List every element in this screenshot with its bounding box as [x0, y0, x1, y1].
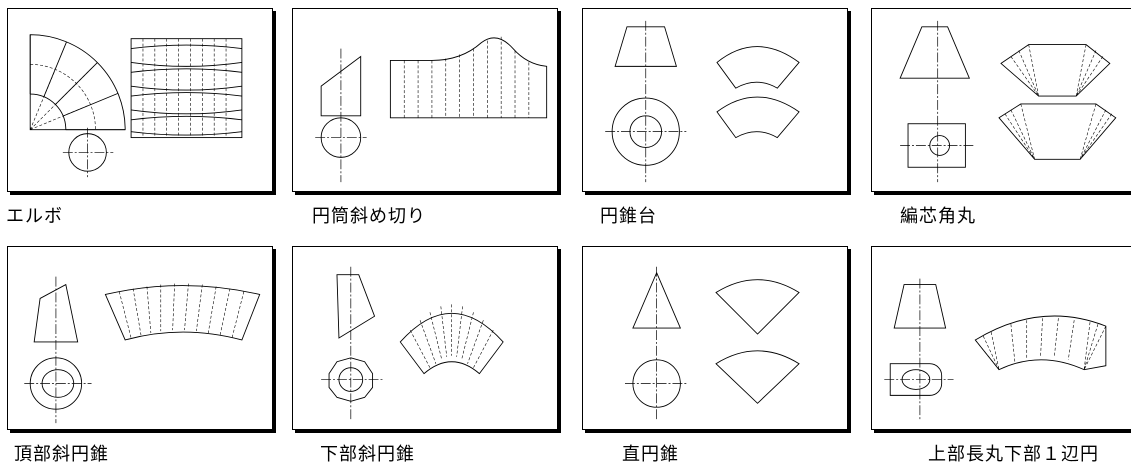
panel-label-right-cone: 直円錐: [622, 444, 679, 465]
panel-label-bottom-oblique-cone: 下部斜円錐: [320, 444, 415, 465]
panel-label-elbow: エルボ: [6, 206, 63, 227]
bottom-oblique-cone-drawing: [321, 266, 504, 422]
top-oblique-cone-drawing: [24, 276, 261, 424]
panel-label-top-oblique-cone: 頂部斜円錐: [14, 444, 109, 465]
panel-truncated-cone[interactable]: [582, 8, 848, 192]
panel-offset-square[interactable]: [871, 8, 1131, 192]
cylinder-cut-drawing: [315, 36, 548, 183]
panel-label-offset-square: 編芯角丸: [900, 206, 976, 227]
panel-elbow[interactable]: [7, 8, 273, 192]
elbow-drawing: [29, 34, 243, 178]
oblong-round-drawing: [884, 278, 1107, 422]
panel-label-cylinder-cut: 円筒斜め切り: [312, 206, 426, 227]
offset-square-drawing: [899, 20, 1117, 183]
truncated-cone-drawing: [605, 20, 800, 183]
panel-top-oblique-cone[interactable]: [7, 246, 273, 430]
panel-label-oblong-round: 上部長丸下部１辺円: [928, 444, 1099, 465]
panel-bottom-oblique-cone[interactable]: [292, 246, 558, 430]
panel-right-cone[interactable]: [582, 246, 848, 430]
right-cone-drawing: [624, 266, 800, 422]
panel-oblong-round[interactable]: [871, 246, 1131, 430]
panel-label-truncated-cone: 円錐台: [600, 206, 657, 227]
panel-cylinder-cut[interactable]: [292, 8, 558, 192]
